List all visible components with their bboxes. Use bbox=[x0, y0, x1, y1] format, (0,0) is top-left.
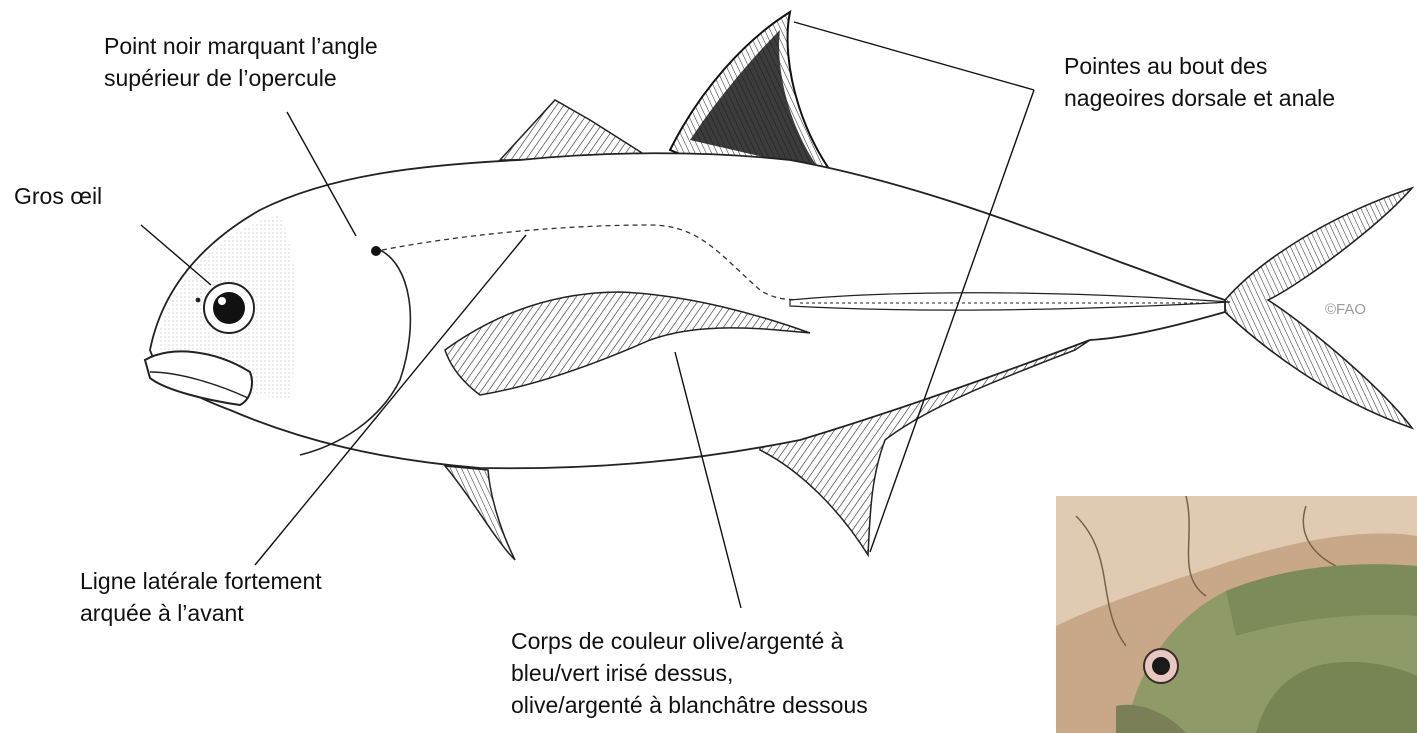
eye bbox=[204, 283, 254, 333]
credit-text: ©FAO bbox=[1325, 301, 1366, 318]
photo-inset bbox=[1056, 496, 1417, 733]
pelvic-fin bbox=[445, 466, 515, 560]
label-line: Corps de couleur olive/argenté à bbox=[511, 625, 868, 657]
opercle-spot bbox=[371, 246, 381, 256]
label-line: Pointes au bout des bbox=[1064, 50, 1335, 82]
label-body-color: Corps de couleur olive/argenté à bleu/ve… bbox=[511, 625, 868, 721]
label-eye: Gros œil bbox=[14, 180, 102, 212]
label-line: olive/argenté à blanchâtre dessous bbox=[511, 689, 868, 721]
fish-photo bbox=[1056, 496, 1417, 733]
caudal-fin bbox=[1225, 188, 1412, 428]
first-dorsal-fin bbox=[500, 100, 650, 160]
label-line: bleu/vert irisé dessus, bbox=[511, 657, 868, 689]
label-line: nageoires dorsale et anale bbox=[1064, 82, 1335, 114]
label-lateral-line: Ligne latérale fortement arquée à l’avan… bbox=[80, 565, 322, 629]
label-fin-tips: Pointes au bout des nageoires dorsale et… bbox=[1064, 50, 1335, 114]
label-line: supérieur de l’opercule bbox=[104, 62, 378, 94]
label-line: Gros œil bbox=[14, 180, 102, 212]
label-line: Point noir marquant l’angle bbox=[104, 30, 378, 62]
label-line: arquée à l’avant bbox=[80, 597, 322, 629]
label-line: Ligne latérale fortement bbox=[80, 565, 322, 597]
label-opercle-spot: Point noir marquant l’angle supérieur de… bbox=[104, 30, 378, 94]
